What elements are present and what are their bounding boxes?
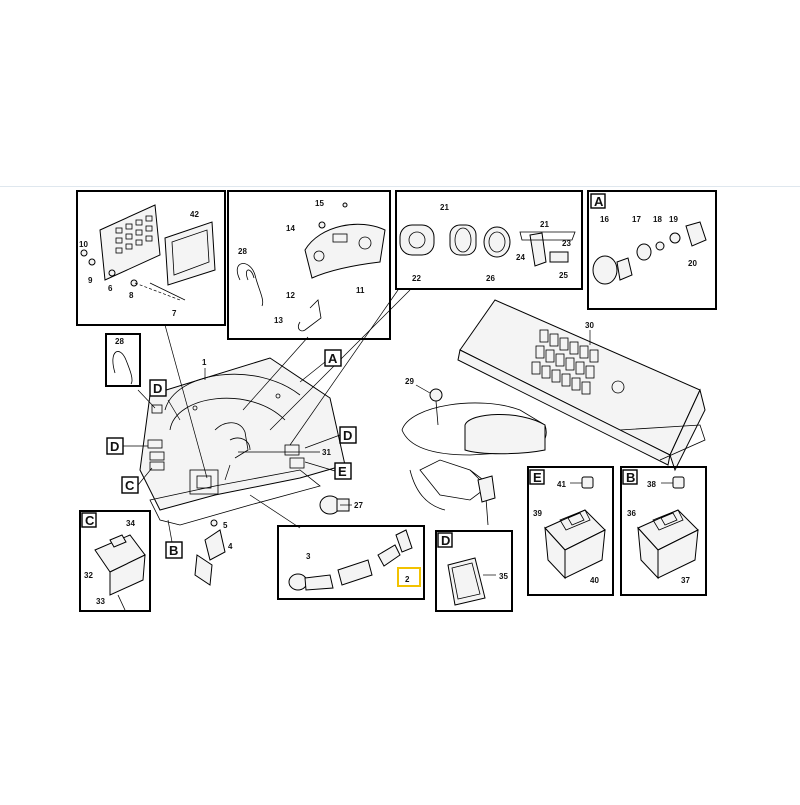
box-A-rotary-switch: A 16 17 18 19 20 (587, 190, 717, 310)
callout-33: 33 (96, 597, 105, 606)
callout-16: 16 (600, 215, 609, 224)
box-letter-C: C (85, 513, 95, 528)
callout-1: 1 (202, 358, 207, 367)
callout-37: 37 (681, 576, 690, 585)
callout-13: 13 (274, 316, 283, 325)
callout-41: 41 (557, 480, 566, 489)
callout-42: 42 (190, 210, 199, 219)
callout-21-key: 21 (540, 220, 549, 229)
box-ignition-switch: 21 22 26 21 23 24 25 (395, 190, 583, 290)
box-letter-E: E (533, 470, 542, 485)
callout-9: 9 (88, 276, 93, 285)
callout-24: 24 (516, 253, 525, 262)
top-divider (0, 186, 800, 187)
callout-3: 3 (306, 552, 311, 561)
pointer-A: A (328, 351, 338, 366)
callout-40: 40 (590, 576, 599, 585)
pointer-D-upper: D (153, 381, 162, 396)
box-letter-A: A (594, 194, 604, 209)
callout-32: 32 (84, 571, 93, 580)
callout-36: 36 (627, 509, 636, 518)
callout-35: 35 (499, 572, 508, 581)
pointer-D-right: D (343, 428, 352, 443)
highlight-box-2 (397, 567, 421, 587)
box-D-display: D 35 (435, 530, 513, 612)
callout-4: 4 (228, 542, 233, 551)
callout-5: 5 (223, 521, 228, 530)
callout-30: 30 (585, 321, 594, 330)
callout-22: 22 (412, 274, 421, 283)
callout-15: 15 (315, 199, 324, 208)
callout-39: 39 (533, 509, 542, 518)
letter-pointers: D D C B A D E (106, 349, 357, 559)
dashboard-panel-assembly (139, 357, 346, 526)
pointer-D-left: D (110, 439, 119, 454)
callout-34: 34 (126, 519, 135, 528)
callout-31: 31 (322, 448, 331, 457)
box-letter-D: D (441, 533, 450, 548)
callout-38: 38 (647, 480, 656, 489)
callout-7: 7 (172, 309, 177, 318)
box-cable-tie: 28 (105, 333, 141, 387)
leader-lines (137, 289, 411, 529)
callout-10: 10 (79, 240, 88, 249)
box-B-switch: B 38 36 37 (620, 466, 707, 596)
callout-25: 25 (559, 271, 568, 280)
callout-27: 27 (354, 501, 363, 510)
box-keypad: 42 10 9 6 8 7 (76, 190, 226, 326)
callout-29: 29 (405, 377, 414, 386)
callout-26: 26 (486, 274, 495, 283)
callout-8: 8 (129, 291, 134, 300)
callout-2: 2 (405, 575, 410, 584)
box-instrument-cluster: 15 14 28 12 13 11 (227, 190, 391, 340)
side-console: 30 (457, 299, 706, 472)
callout-28-left: 28 (115, 337, 124, 346)
callout-20: 20 (688, 259, 697, 268)
box-letter-B: B (626, 470, 635, 485)
callout-12: 12 (286, 291, 295, 300)
callout-6: 6 (108, 284, 113, 293)
seat-joystick-assembly: 29 (401, 377, 547, 526)
callout-18: 18 (653, 215, 662, 224)
callout-19: 19 (669, 215, 678, 224)
callout-21: 21 (440, 203, 449, 212)
pointer-B: B (169, 543, 178, 558)
callout-23: 23 (562, 239, 571, 248)
callout-11: 11 (356, 286, 365, 295)
pointer-E: E (338, 464, 347, 479)
box-C-rocker-switch: C 34 32 33 (79, 510, 151, 612)
callout-17: 17 (632, 215, 641, 224)
callout-14: 14 (286, 224, 295, 233)
box-switch-harness: 3 2 (277, 525, 425, 600)
box-E-switch: E 41 39 40 (527, 466, 614, 596)
pointer-C: C (125, 478, 135, 493)
callout-28: 28 (238, 247, 247, 256)
misc-callouts: 1 31 27 5 4 (194, 358, 363, 586)
